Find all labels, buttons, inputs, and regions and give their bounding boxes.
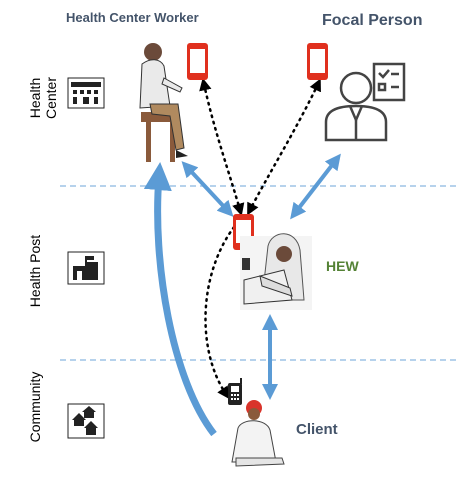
dotted-link-hcw-phone [199, 77, 245, 217]
health-post-building-icon [67, 251, 105, 285]
client-illustration [231, 400, 285, 467]
zone-label-health-center-line2: Center [43, 76, 59, 120]
dotted-link-focal-phone [247, 78, 321, 216]
arrow-client-to-hcw [143, 162, 217, 437]
zone-label-health-post: Health Post [27, 234, 43, 308]
community-huts-icon [67, 403, 105, 439]
dotted-link-hew-client [204, 220, 240, 400]
health-center-worker-label: Health Center Worker [66, 10, 199, 25]
client-label: Client [296, 421, 338, 438]
zone-label-community: Community [27, 371, 43, 443]
red-smartphone-icon [307, 43, 328, 80]
hew-illustration [240, 233, 312, 310]
arrow-focal-hew [290, 153, 341, 220]
zone-label-health-center: Health Center [27, 59, 59, 137]
arrow-hcw-hew [181, 161, 234, 217]
health-center-worker-illustration [139, 43, 188, 162]
zone-label-health-center-line1: Health [27, 77, 43, 119]
focal-person-icon [324, 62, 406, 142]
feature-phone-icon [228, 378, 242, 405]
hew-label: HEW [326, 258, 359, 274]
focal-person-label: Focal Person [322, 12, 423, 29]
health-center-building-icon [67, 77, 105, 109]
red-smartphone-icon [187, 43, 208, 80]
